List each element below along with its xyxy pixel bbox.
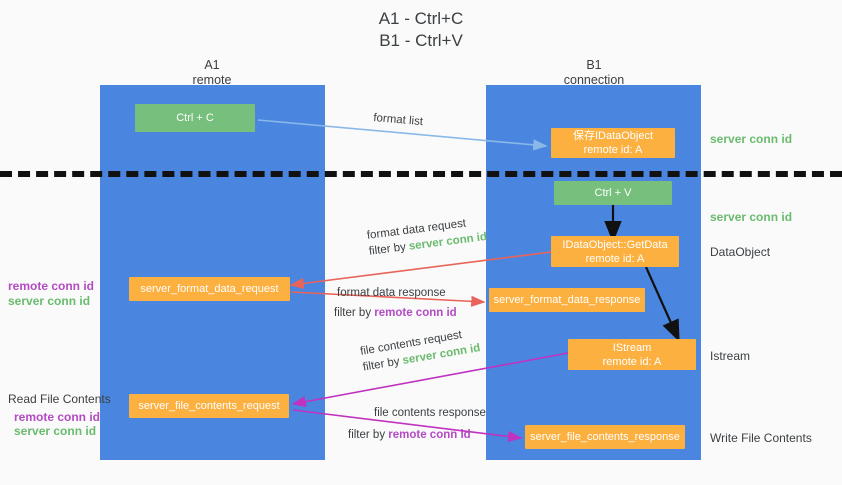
node-server-format-data-request[interactable]: server_format_data_request [129, 277, 290, 301]
column-header-b1: B1 connection [514, 58, 674, 88]
filter-by-text-4: filter by [348, 429, 389, 441]
right-label-write-file-contents: Write File Contents [710, 431, 812, 445]
right-label-server-conn-id-mid: server conn id [710, 210, 793, 224]
filter-by-text-1: filter by [368, 240, 410, 258]
page-title-line-1: A1 - Ctrl+C [378, 9, 464, 28]
edge-label-format-data-request: format data request filter by server con… [366, 213, 488, 260]
edge-label-format-data-response-line1: format data response [337, 287, 446, 299]
node-ctrl-c[interactable]: Ctrl + C [135, 104, 255, 132]
page-title-line-2: B1 - Ctrl+V [379, 31, 463, 50]
edge-label-file-contents-response: file contents response filter by remote … [348, 405, 486, 443]
column-a1-subtitle: remote [192, 73, 232, 87]
filter-by-text-3: filter by [361, 355, 404, 374]
edge-label-format-data-response: format data response filter by remote co… [334, 285, 457, 321]
node-istream-line2: remote id: A [602, 355, 662, 368]
node-server-file-contents-request-label: server_file_contents_request [138, 400, 280, 412]
edge-label-format-list: format list [373, 110, 424, 130]
edge-label-file-contents-response-line2: filter by remote conn id [348, 427, 486, 443]
phase-separator-dashed-line [0, 171, 842, 177]
node-server-file-contents-request[interactable]: server_file_contents_request [129, 394, 289, 418]
node-server-format-data-response[interactable]: server_format_data_response [489, 288, 645, 312]
node-ctrl-c-label: Ctrl + C [176, 112, 214, 124]
node-getdata-line1: IDataObject::GetData [562, 238, 668, 251]
left-label-read-file-contents: Read File Contents [8, 392, 111, 406]
column-a1-name: A1 [204, 58, 220, 72]
left-label-remote-conn-id-1: remote conn id [8, 279, 95, 293]
node-server-format-data-response-label: server_format_data_response [493, 294, 641, 306]
column-header-a1: A1 remote [132, 58, 292, 88]
right-label-istream: Istream [710, 349, 751, 363]
node-save-idataobject[interactable]: 保存IDataObject remote id: A [551, 128, 675, 158]
node-ctrl-v[interactable]: Ctrl + V [554, 181, 672, 205]
edge-label-format-list-text: format list [372, 111, 424, 129]
left-label-server-conn-id-1: server conn id [8, 294, 91, 308]
conn-id-remote-2: remote conn id [388, 429, 471, 441]
node-ctrl-v-label: Ctrl + V [594, 187, 632, 199]
edge-label-file-contents-response-line1: file contents response [374, 407, 486, 419]
conn-id-remote-1: remote conn id [374, 307, 457, 319]
edge-label-format-data-response-line2: filter by remote conn id [334, 305, 457, 321]
edge-label-file-contents-request: file contents request filter by server c… [359, 324, 482, 375]
node-server-format-data-request-label: server_format_data_request [140, 283, 279, 295]
node-save-idataobject-line2: remote id: A [583, 144, 643, 156]
left-label-server-conn-id-2: server conn id [14, 424, 97, 438]
node-istream[interactable]: IStream remote id: A [568, 339, 696, 370]
node-idataobject-getdata[interactable]: IDataObject::GetData remote id: A [551, 236, 679, 267]
node-server-file-contents-response-label: server_file_contents_response [530, 431, 680, 443]
node-istream-line1: IStream [612, 341, 652, 354]
node-save-idataobject-line1: 保存IDataObject [572, 130, 654, 142]
left-label-remote-conn-id-2: remote conn id [14, 410, 101, 424]
right-label-server-conn-id-top: server conn id [710, 132, 793, 146]
filter-by-text-2: filter by [334, 307, 375, 319]
node-getdata-line2: remote id: A [585, 252, 645, 265]
column-b1-name: B1 [586, 58, 602, 72]
node-server-file-contents-response[interactable]: server_file_contents_response [525, 425, 685, 449]
column-b1-subtitle: connection [563, 73, 625, 87]
right-label-dataobject: DataObject [710, 245, 771, 259]
